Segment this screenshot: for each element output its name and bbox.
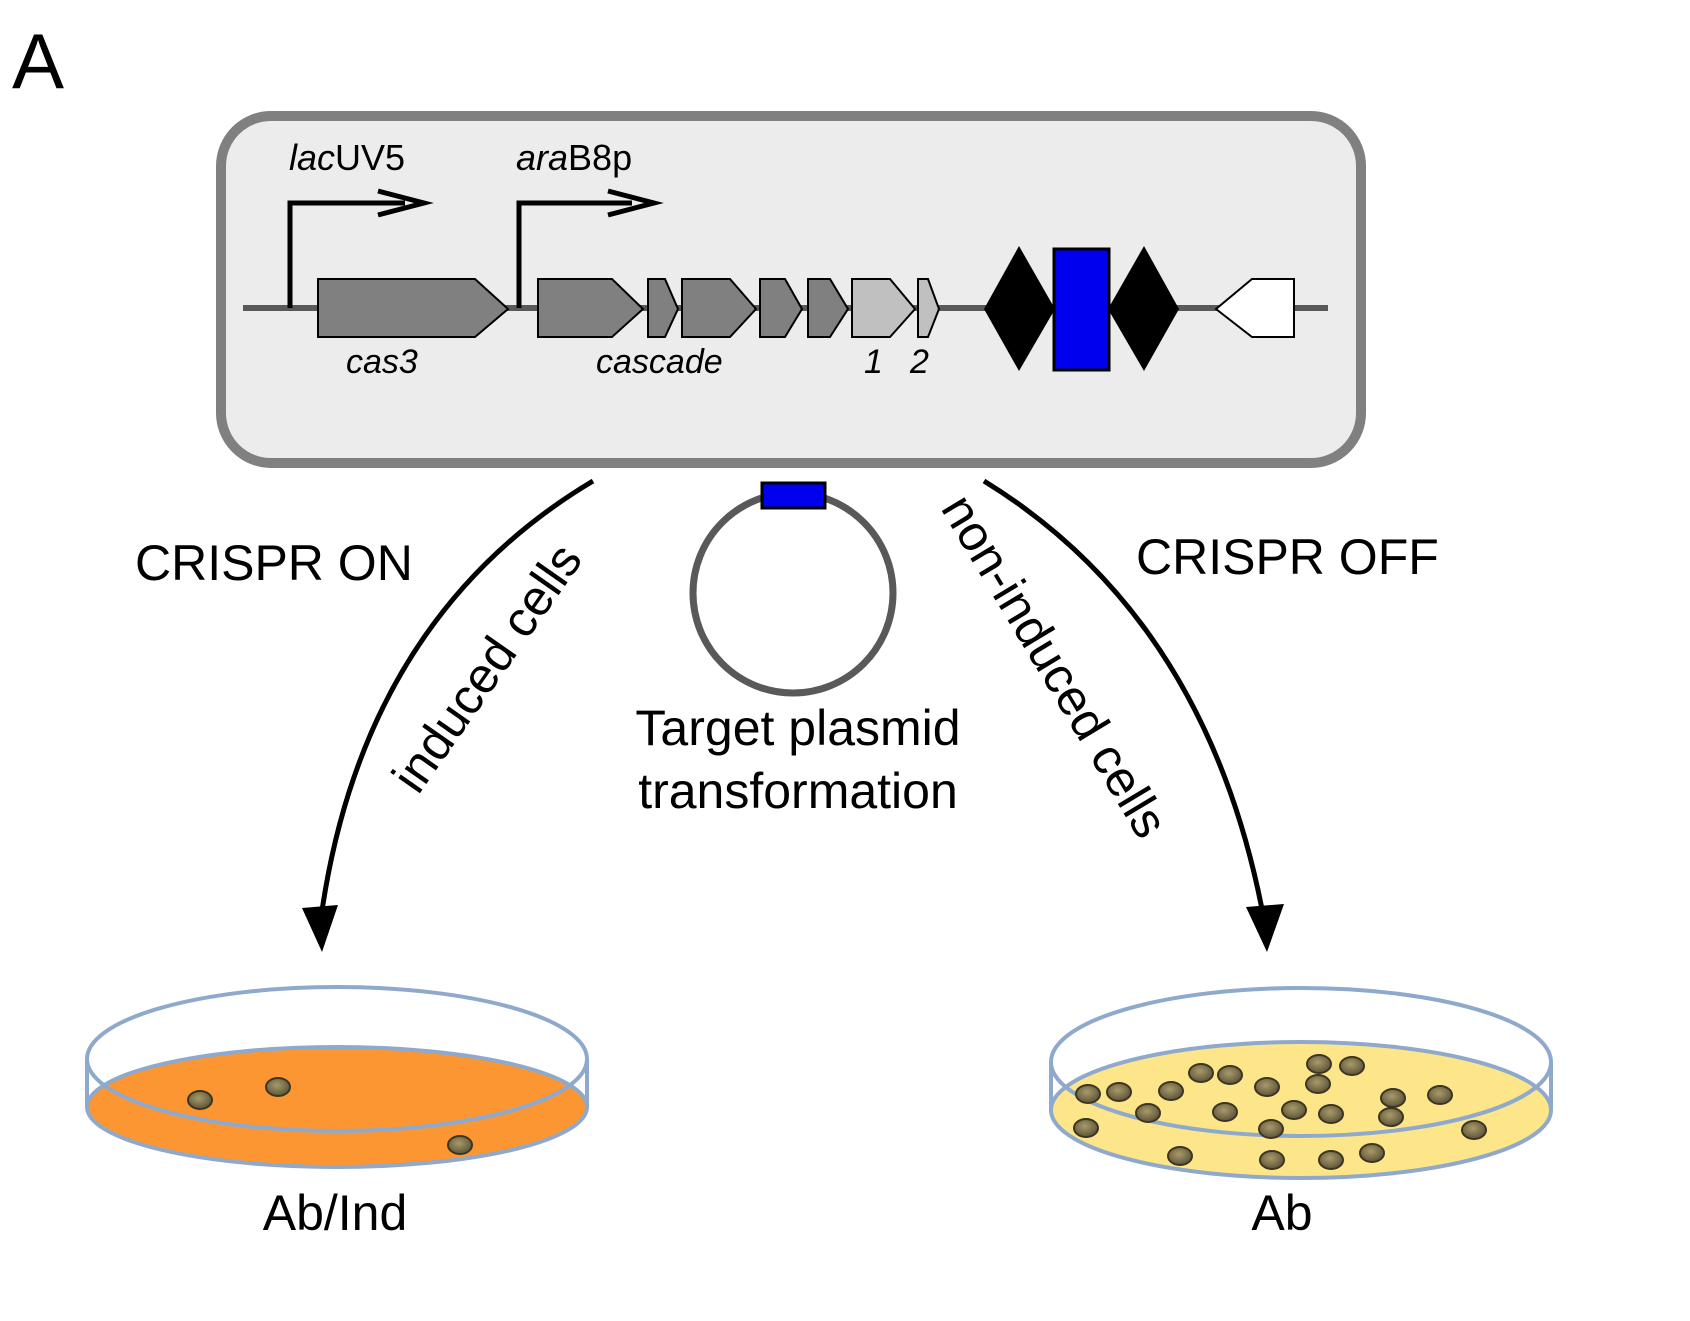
left-plate-label: Ab/Ind: [263, 1185, 408, 1241]
colony: [1380, 1088, 1406, 1108]
right-plate-lid: [1049, 986, 1553, 1138]
colony: [1318, 1104, 1344, 1124]
lac-normal: UV5: [335, 137, 405, 178]
ara-italic: ara: [516, 137, 568, 178]
colony: [1258, 1119, 1284, 1139]
lac-italic: lac: [289, 137, 335, 178]
cascade-gene-a: [537, 278, 645, 338]
left-plate-lid: [85, 985, 589, 1133]
gene-1: [851, 278, 917, 338]
ara-promoter-label: araB8p: [516, 137, 632, 178]
repeat-left: [984, 246, 1055, 371]
right-petri-dish: [1049, 986, 1553, 1180]
target-plasmid: [689, 489, 897, 697]
gene-1-label: 1: [864, 343, 883, 381]
left-plate-media: [85, 1045, 589, 1169]
colony: [1378, 1107, 1404, 1127]
spacer: [1052, 247, 1111, 372]
left-colonies: [187, 1077, 473, 1155]
colony: [1075, 1084, 1101, 1104]
colony: [1188, 1063, 1214, 1083]
right-plate-label: Ab: [1251, 1185, 1312, 1241]
colony: [1073, 1118, 1099, 1138]
colony: [1212, 1102, 1238, 1122]
gene-2: [917, 278, 941, 338]
colony: [447, 1135, 473, 1155]
cascade-gene-e: [807, 278, 850, 338]
cascade-gene-c: [681, 278, 758, 338]
cas3-label: cas3: [346, 343, 418, 381]
repeat-right: [1108, 246, 1179, 371]
non-induced-arrow: [982, 478, 1268, 926]
colony: [1318, 1150, 1344, 1170]
colony: [1106, 1082, 1132, 1102]
colony: [1217, 1065, 1243, 1085]
plasmid-label-line2: transformation: [638, 763, 958, 819]
induced-cells-label: induced cells: [381, 533, 593, 802]
colony: [1135, 1103, 1161, 1123]
panel-label: A: [12, 17, 64, 105]
colony: [1339, 1056, 1365, 1076]
colony: [1306, 1054, 1332, 1074]
induced-arrow: [317, 478, 595, 926]
colony: [265, 1077, 291, 1097]
ara-normal: B8p: [568, 137, 632, 178]
ara-promoter-arrow: [516, 188, 664, 308]
colony: [187, 1090, 213, 1110]
cascade-gene-b: [647, 278, 680, 338]
colony: [1158, 1081, 1184, 1101]
lac-promoter-label: lacUV5: [289, 137, 405, 178]
left-petri-dish: [85, 985, 589, 1169]
colony: [1461, 1120, 1487, 1140]
cascade-label: cascade: [596, 343, 723, 381]
non-induced-arrowhead: [1246, 904, 1284, 952]
cas3-gene: [317, 278, 510, 338]
cascade-gene-d: [759, 278, 804, 338]
gene-2-label: 2: [909, 343, 929, 381]
colony: [1359, 1143, 1385, 1163]
lac-promoter-arrow: [287, 188, 434, 308]
plasmid-protospacer: [760, 481, 827, 510]
reverse-gene: [1214, 278, 1295, 338]
right-colonies: [1073, 1054, 1487, 1170]
plasmid-label-line1: Target plasmid: [635, 700, 960, 756]
induced-arrowhead: [302, 905, 338, 952]
colony: [1167, 1146, 1193, 1166]
crispr-off-title: CRISPR OFF: [1136, 529, 1439, 585]
colony: [1427, 1085, 1453, 1105]
colony: [1305, 1074, 1331, 1094]
colony: [1281, 1100, 1307, 1120]
crispr-on-title: CRISPR ON: [135, 535, 413, 591]
colony: [1259, 1150, 1285, 1170]
colony: [1254, 1077, 1280, 1097]
